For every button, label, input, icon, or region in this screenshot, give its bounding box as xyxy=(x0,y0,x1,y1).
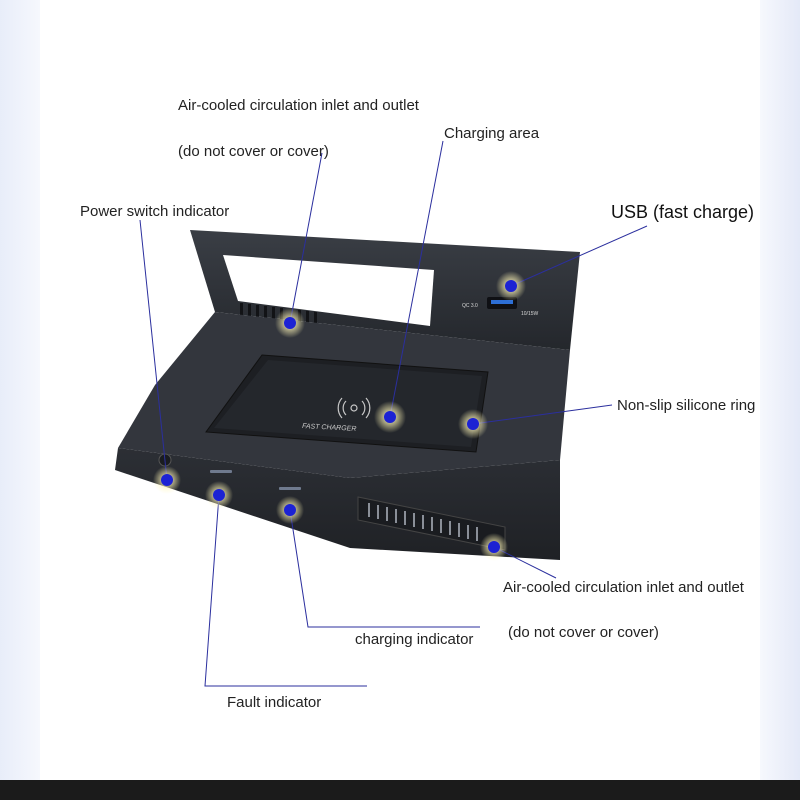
usb-port-tongue xyxy=(491,300,513,304)
label-fault-indicator: Fault indicator xyxy=(227,694,322,711)
callout-dot-non-slip xyxy=(458,409,488,439)
device-handle-window xyxy=(223,255,434,326)
callout-line-non-slip xyxy=(472,404,613,425)
callout-dots xyxy=(153,271,526,561)
label-usb-fast-charge: USB (fast charge) xyxy=(611,202,755,222)
label-inlet-top-line1: Air-cooled circulation inlet and outlet xyxy=(178,97,419,114)
callout-lines xyxy=(139,140,648,687)
usb-port-left-text: QC 3.0 xyxy=(462,303,478,309)
left-edge-shade xyxy=(0,0,40,780)
callout-line-charging-indicator xyxy=(289,509,480,628)
label-charging-indicator: charging indicator xyxy=(355,631,474,648)
label-inlet-bottom-line2: (do not cover or cover) xyxy=(508,624,659,641)
charging-pad-inner xyxy=(214,360,482,447)
callout-dot-usb xyxy=(496,271,526,301)
callout-line-fault-indicator xyxy=(204,494,367,687)
charging-indicator-slot xyxy=(279,487,301,490)
wireless-charge-icon xyxy=(337,397,371,419)
label-inlet-top-line2: (do not cover or cover) xyxy=(178,143,329,160)
callout-dot-charging-indicator xyxy=(276,496,304,524)
label-power-switch-indicator: Power switch indicator xyxy=(80,203,230,220)
label-inlet-bottom-line1: Air-cooled circulation inlet and outlet xyxy=(503,579,744,596)
front-vent-slots xyxy=(368,503,478,541)
charger-device: QC 3.0 10/15W FAST CHARGER xyxy=(115,230,580,560)
pad-text: FAST CHARGER xyxy=(302,423,357,433)
label-non-slip-ring: Non-slip silicone ring xyxy=(617,397,756,414)
bottom-dark-bar xyxy=(0,780,800,800)
callout-line-power-switch xyxy=(139,219,168,481)
fault-indicator-slot xyxy=(210,470,232,473)
callout-line-inlet-top xyxy=(289,152,323,324)
callout-line-usb xyxy=(510,225,648,287)
usb-port-right-text: 10/15W xyxy=(521,311,539,317)
label-charging-area: Charging area xyxy=(444,125,540,142)
callout-dot-inlet-bottom xyxy=(480,533,508,561)
callout-dot-inlet-top xyxy=(275,308,305,338)
right-edge-shade xyxy=(760,0,800,780)
callout-dot-fault-indicator xyxy=(205,481,233,509)
callout-dot-power-switch xyxy=(153,466,181,494)
callout-line-charging-area xyxy=(389,140,444,418)
callout-dot-charging-area xyxy=(374,401,406,433)
